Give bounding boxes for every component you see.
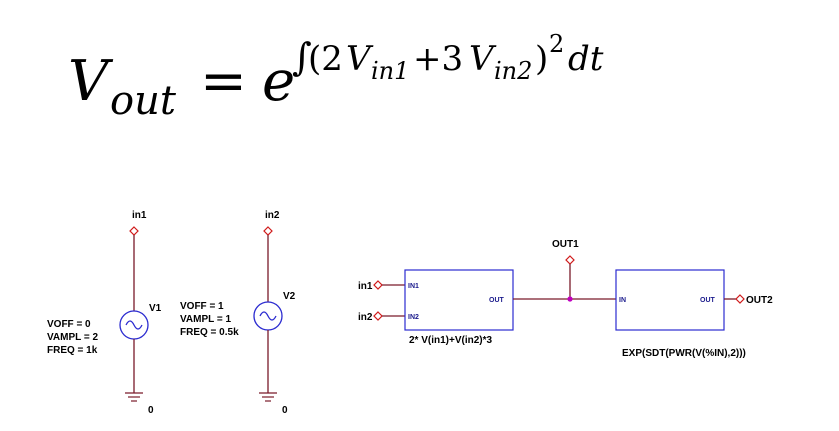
offpage-port-out2: [735, 294, 745, 304]
offpage-port-out1: [565, 255, 575, 265]
eq-vin1-var: V: [346, 39, 374, 79]
eq-exp-base: e: [262, 49, 295, 114]
block1-pin-in1: IN1: [408, 283, 419, 290]
offpage-port-in2-left: [373, 311, 383, 321]
block2-body: [615, 269, 725, 331]
param-freq-v2: FREQ = 0.5k: [180, 327, 239, 338]
eq-integral: ∫: [292, 35, 312, 79]
offpage-port-in2: [263, 226, 273, 236]
ground-label-v1: 0: [148, 405, 154, 416]
block1-expression: 2* V(in1)+V(in2)*3: [409, 335, 493, 346]
eq-vin2-var: V: [469, 39, 497, 79]
ground-symbol-v2: [259, 392, 277, 402]
param-vampl-v1: VAMPL = 2: [47, 332, 98, 343]
equation: V out = e ∫ (2 V in1 +3 V in2 ) 2 dt: [68, 30, 604, 124]
eq-vout-var: V: [68, 49, 114, 114]
net-label-in1-top: in1: [132, 210, 147, 221]
eq-close-paren: ): [535, 39, 548, 79]
eq-open-paren: (2: [308, 39, 343, 79]
sine-wave-icon: [259, 311, 277, 321]
ground-label-v2: 0: [282, 405, 288, 416]
block2-expression: EXP(SDT(PWR(V(%IN),2))): [622, 348, 746, 359]
ref-label-v1: V1: [149, 303, 162, 314]
param-voff-v1: VOFF = 0: [47, 319, 91, 330]
net-label-in1-left: in1: [358, 281, 373, 292]
eq-power: 2: [549, 30, 564, 58]
net-label-in2-left: in2: [358, 312, 373, 323]
eq-vin1-sub: in1: [371, 57, 409, 85]
eq-vout-sub: out: [110, 78, 177, 124]
net-label-out2: OUT2: [746, 295, 773, 306]
sine-wave-icon: [125, 320, 143, 330]
eq-equals: =: [200, 49, 247, 114]
param-freq-v1: FREQ = 1k: [47, 345, 98, 356]
ref-label-v2: V2: [283, 291, 296, 302]
source-v1: in1 0 V1 VOFF = 0 VAMPL = 2 FREQ = 1k: [47, 210, 162, 416]
param-vampl-v2: VAMPL = 1: [180, 314, 231, 325]
block1-pin-out: OUT: [489, 297, 505, 304]
param-voff-v2: VOFF = 1: [180, 301, 224, 312]
junction-dot: [567, 296, 573, 302]
out1-net: OUT1: [513, 239, 616, 302]
block2-pin-out: OUT: [700, 297, 716, 304]
block2-pin-in: IN: [619, 297, 626, 304]
eq-dt: dt: [568, 39, 604, 79]
eq-vin2-sub: in2: [494, 57, 532, 85]
abm-block-exp: IN OUT OUT2 EXP(SDT(PWR(V(%IN),2))): [615, 269, 773, 359]
block1-pin-in2: IN2: [408, 314, 419, 321]
offpage-port-in1-left: [373, 280, 383, 290]
abm-block-sum: in1 in2 IN1 IN2 OUT 2* V(in1)+V(in2)*3: [358, 269, 514, 346]
net-label-out1: OUT1: [552, 239, 579, 250]
ground-symbol-v1: [125, 392, 143, 402]
source-v2: in2 0 V2 VOFF = 1 VAMPL = 1 FREQ = 0.5k: [180, 210, 296, 416]
block1-body: [404, 269, 514, 331]
offpage-port-in1: [129, 226, 139, 236]
net-label-in2-top: in2: [265, 210, 280, 221]
eq-plus-three: +3: [413, 39, 463, 79]
